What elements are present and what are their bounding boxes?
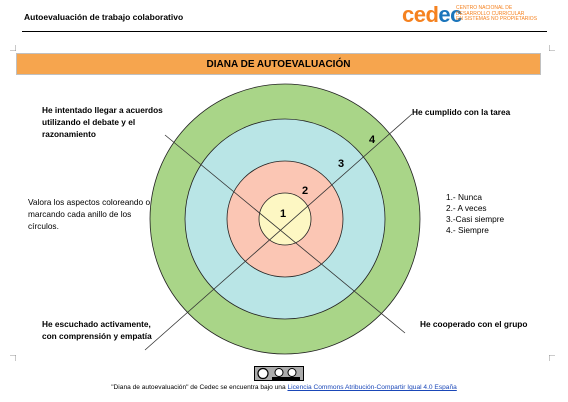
logo-subtitle: CENTRO NACIONAL DE DESARROLLO CURRICULAR… (456, 5, 538, 23)
logo-text: cedec (402, 2, 462, 27)
footer: "Diana de autoevaluación" de Cedec se en… (0, 384, 568, 391)
legend-item: 2.- A veces (446, 203, 487, 213)
header-divider (22, 31, 547, 32)
cedec-logo: cedec (402, 2, 462, 28)
by-icon (274, 368, 284, 377)
label-bottom-left: He escuchado activamente, con comprensió… (42, 319, 152, 341)
ring-number: 1 (280, 208, 286, 220)
cc-license-badge[interactable] (254, 366, 304, 381)
banner-title: DIANA DE AUTOEVALUACIÓN (16, 53, 541, 75)
license-link[interactable]: Licencia Commons Atribución-Compartir Ig… (287, 384, 457, 391)
diagonal-line (164, 134, 406, 334)
footer-text: "Diana de autoevaluación" de Cedec se en… (111, 384, 286, 391)
score-legend: 1.- Nunca 2.- A veces 3.-Casi siempre 4.… (446, 192, 504, 236)
legend-item: 3.-Casi siempre (446, 214, 505, 224)
label-bottom-right: He cooperado con el grupo (420, 319, 528, 329)
label-top-left: He intentado llegar a acuerdos utilizand… (42, 105, 163, 139)
logo-subtitle-line: DESARROLLO CURRICULAR (456, 10, 525, 17)
instructions-text: Valora los aspectos coloreando o marcand… (28, 197, 151, 231)
document-title: Autoevaluación de trabajo colaborativo (24, 12, 184, 22)
cc-icon (257, 367, 269, 380)
ring-number: 4 (369, 134, 376, 146)
legend-item: 1.- Nunca (446, 192, 482, 202)
ring-1 (258, 192, 312, 246)
ring-number: 3 (338, 158, 344, 170)
cc-icons (255, 367, 303, 380)
logo-subtitle-line: CENTRO NACIONAL DE (456, 5, 513, 11)
legend-item: 4.- Siempre (446, 225, 489, 235)
sa-icon (287, 368, 297, 377)
ring-number: 2 (302, 185, 308, 197)
logo-subtitle-line: EN SISTEMAS NO PROPIETARIOS (456, 16, 538, 23)
label-top-right: He cumplido con la tarea (412, 107, 511, 117)
diagonal-line (144, 113, 413, 351)
